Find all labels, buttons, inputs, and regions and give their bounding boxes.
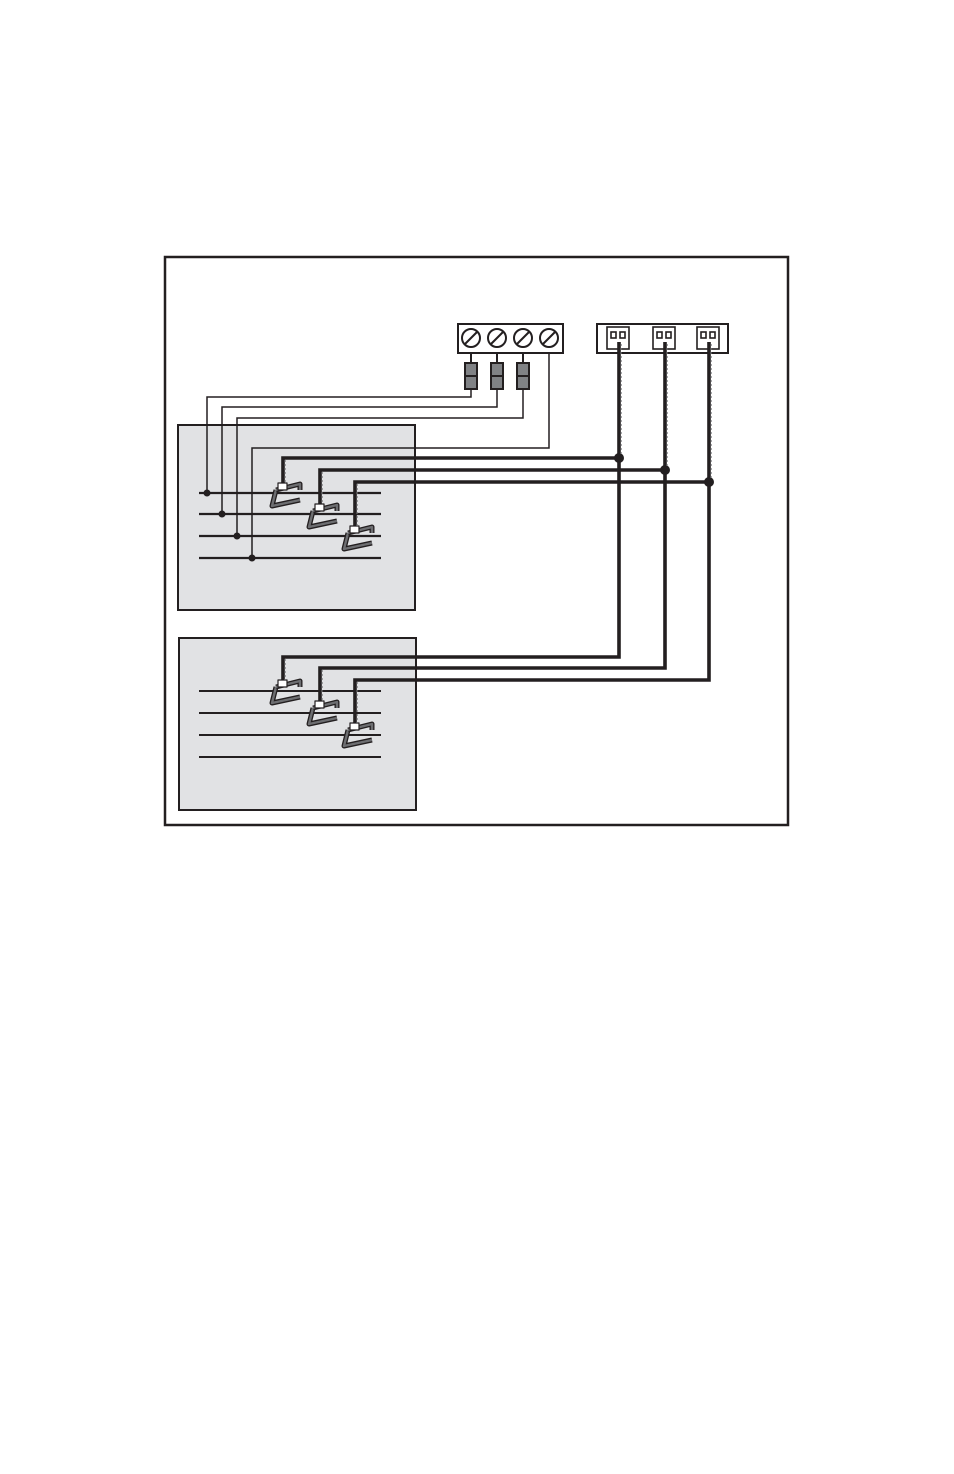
fuse-1 [465, 353, 477, 389]
fuses [465, 353, 529, 389]
fuse-3 [517, 353, 529, 389]
screw-slot-icon [540, 329, 558, 347]
panel-2 [179, 638, 416, 810]
screw-slot-icon [514, 329, 532, 347]
screw-slot-icon [462, 329, 480, 347]
panel-1 [178, 425, 415, 610]
fuse-2 [491, 353, 503, 389]
ct-connectors [607, 327, 719, 349]
screw-slot-icon [488, 329, 506, 347]
